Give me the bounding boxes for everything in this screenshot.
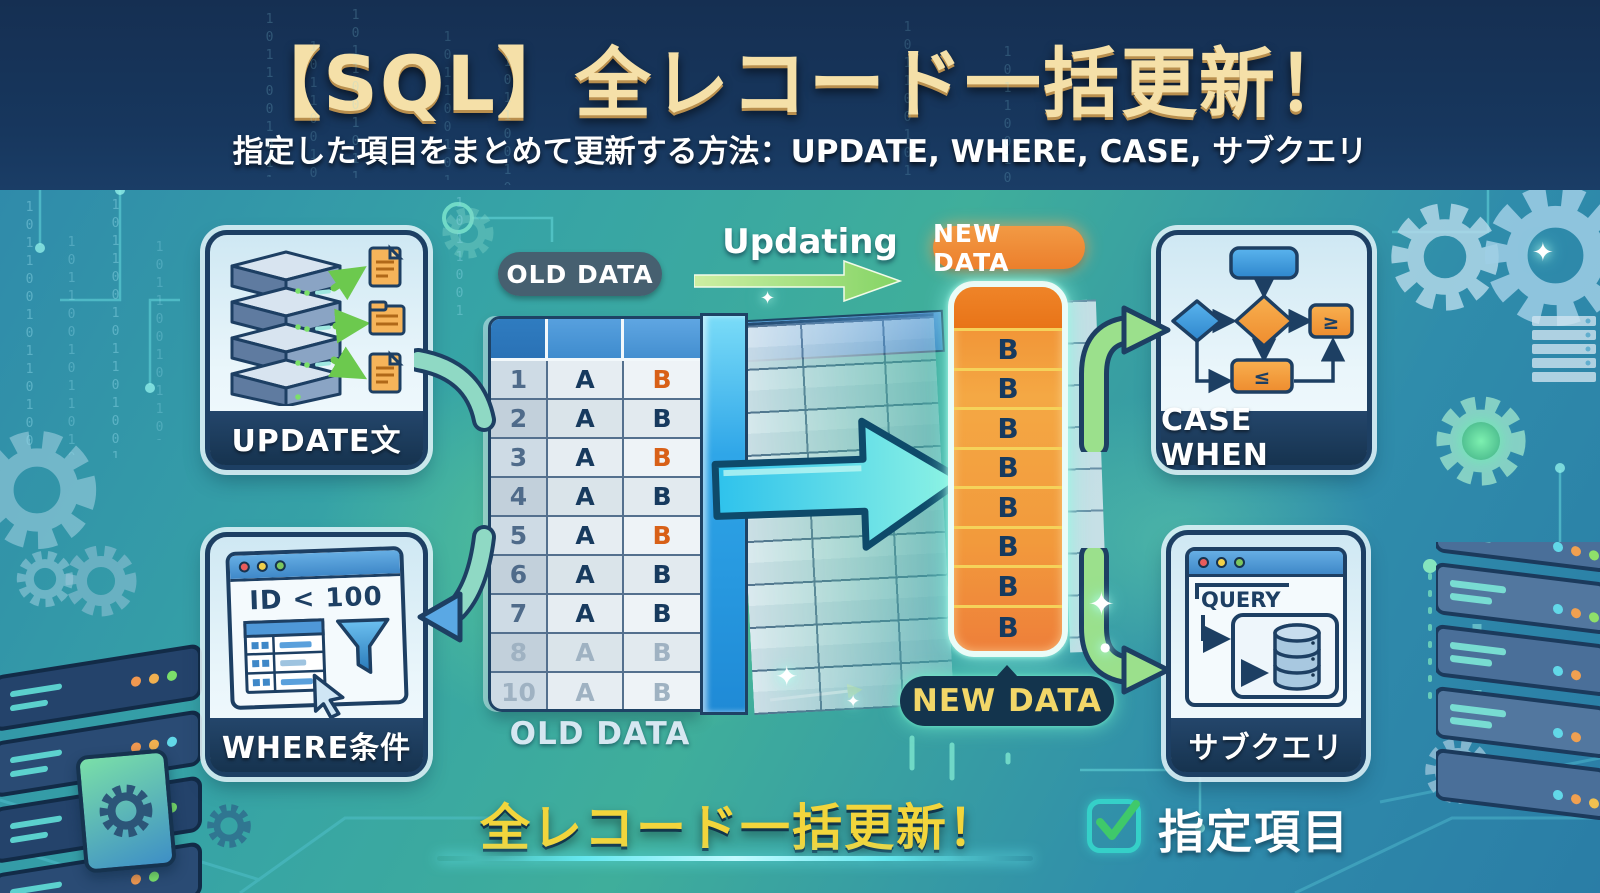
page-title: 【SQL】全レコード一括更新！ [245,39,1355,128]
sparkle-decoration: ✦ [1532,238,1554,268]
server-rack-decoration [1532,316,1596,382]
cursor-icon [312,673,345,719]
card-update: UPDATE文 [205,230,428,470]
connector-newdata-to-subquery [1079,548,1171,695]
window-dot-yellow [256,560,268,572]
connector-update-to-table [414,348,496,643]
branch-operator-right: ≥ [1323,310,1340,334]
footer-checkbox-label: 指定項目 [1158,805,1350,859]
binary-decoration: 101100101101001011010110 [108,198,123,458]
browser-window-icon: QUERY [1185,546,1347,707]
binary-decoration: 101100101101001011010110 [22,200,37,450]
server-stack-decoration [1436,542,1600,820]
card-update-label: UPDATE文 [210,411,423,465]
branch-operator-bottom: ≤ [1254,365,1271,389]
filter-funnel-icon [335,617,389,674]
old-data-caption: OLD DATA [509,716,691,752]
new-data-cell: B [997,610,1019,644]
header-band: 【SQL】全レコード一括更新！ 指定した項目をまとめて更新する方法：UPDATE… [0,0,1600,190]
window-dot-red [1198,556,1209,568]
gear-badge-decoration [75,748,177,874]
query-label: QUERY [1201,588,1281,612]
new-data-badge: NEW DATA [933,219,1085,277]
new-data-cell: B [954,489,1062,529]
browser-window-icon: ID < 100 [224,545,409,719]
new-data-caption-badge: NEW DATA [900,665,1114,726]
new-data-cell: B [954,529,1062,568]
big-update-arrow [711,417,966,551]
new-data-cell: B [954,371,1062,410]
server-stack-icon [210,235,423,411]
new-data-cell: B [954,568,1062,608]
updating-arrow [694,259,903,303]
window-titlebar [228,549,400,582]
card-subquery-label: サブクエリ [1171,718,1361,772]
new-data-cell: B [954,450,1062,489]
card-case-when: ≥ ≤ CASE WHEN [1156,230,1372,473]
card-case-when-label: CASE WHEN [1161,403,1367,473]
connector-newdata-to-case [1079,305,1171,452]
gear-icon [0,425,102,555]
binary-decoration: 101100101101001011010110 [452,196,467,316]
gear-icon [440,205,496,261]
gear-icon [205,802,253,850]
table-icon [242,617,327,694]
gear-center-glow [1462,422,1500,460]
binary-decoration: 101100101101001011010110 [64,235,79,455]
card-where-label: WHERE条件 [210,718,423,772]
old-data-badge: OLD DATA [498,252,662,296]
footer-headline: 全レコード一括更新！ [480,799,1000,857]
checkbox-icon [1087,799,1141,853]
new-data-cell: B [954,331,1062,371]
gear-icon [62,542,140,620]
gear-icon [14,548,76,610]
new-data-column-header [954,287,1062,331]
window-dot-red [238,560,250,573]
new-data-column: B B B B B B B B [948,281,1068,657]
footer-glow-line [437,856,1033,861]
card-where: ID < 100 [205,532,428,777]
window-dot-green [1234,556,1245,568]
window-dot-yellow [1216,556,1227,568]
check-icon [1096,800,1140,840]
flowchart-icon: ≥ ≤ [1161,235,1367,411]
window-titlebar [1189,550,1343,577]
new-data-cell: B [954,410,1062,450]
gear-icon [1386,198,1504,316]
window-dot-green [274,559,286,571]
table-header-row [491,319,700,361]
where-condition-text: ID < 100 [248,581,383,616]
gear-icon [1478,178,1600,333]
updating-label: Updating [722,222,898,262]
card-subquery: QUERY サブクエリ [1166,530,1366,777]
binary-decoration: 101100101101001011010110 [152,240,167,440]
page-subtitle: 指定した項目をまとめて更新する方法：UPDATE, WHERE, CASE, サ… [232,134,1368,170]
